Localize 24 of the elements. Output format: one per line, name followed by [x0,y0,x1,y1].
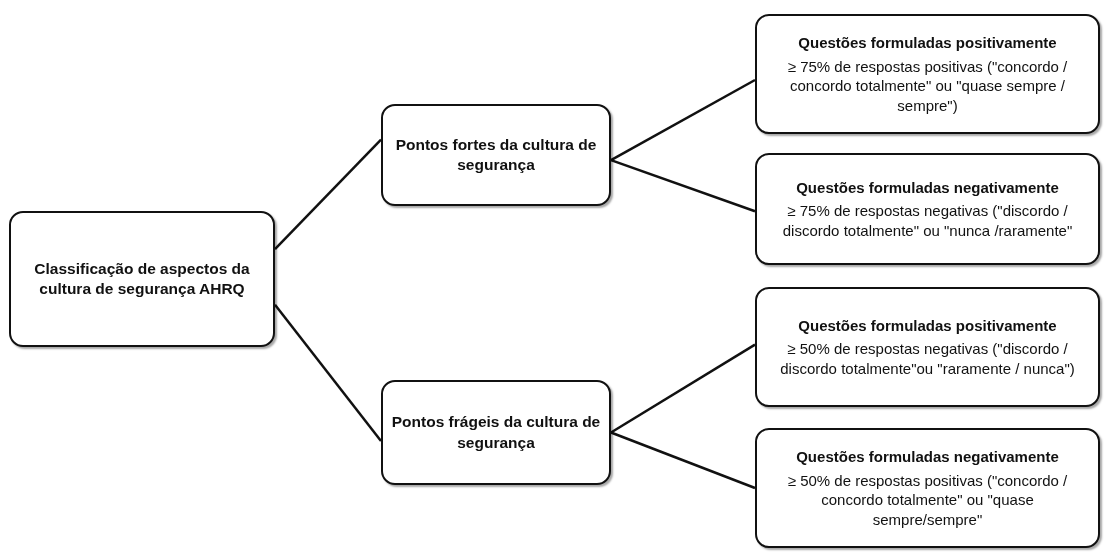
rounded-box [755,153,1100,265]
connector-line [274,138,382,250]
box-text: ≥ 75% de respostas positivas ("concordo / concordo totalmente" ou "quase sempre / sempre") [786,56,1069,115]
box-heading: Pontos fortes da cultura de segurança [394,134,598,175]
connector-line [610,343,756,434]
rounded-box [9,211,275,347]
box-text: ≥ 75% de respostas negativas ("discordo / discordo totalmente" ou "nunca /raramente" [781,201,1074,241]
box-heading: Questões formuladas negativamente [796,177,1059,198]
rounded-box [381,380,611,485]
box-heading: Pontos frágeis da cultura de segurança [391,412,601,453]
connector-line [610,431,756,490]
box-heading: Classificação de aspectos da cultura de segurança AHRQ [33,258,251,299]
connector-line [610,158,756,213]
connector-line [610,78,756,162]
connector-line [274,304,382,442]
rounded-box [755,287,1100,407]
box-heading: Questões formuladas negativamente [796,447,1059,467]
box-heading: Questões formuladas positivamente [798,33,1057,53]
rounded-box [755,428,1100,548]
rounded-box [381,104,611,206]
box-text: ≥ 50% de respostas positivas ("concordo / concordo totalmente" ou "quase sempre/sempre" [786,470,1069,529]
box-text: ≥ 50% de respostas negativas ("discordo / discordo totalmente"ou "raramente / nunca") [779,339,1076,379]
rounded-box [755,14,1100,134]
box-heading: Questões formuladas positivamente [798,315,1057,336]
